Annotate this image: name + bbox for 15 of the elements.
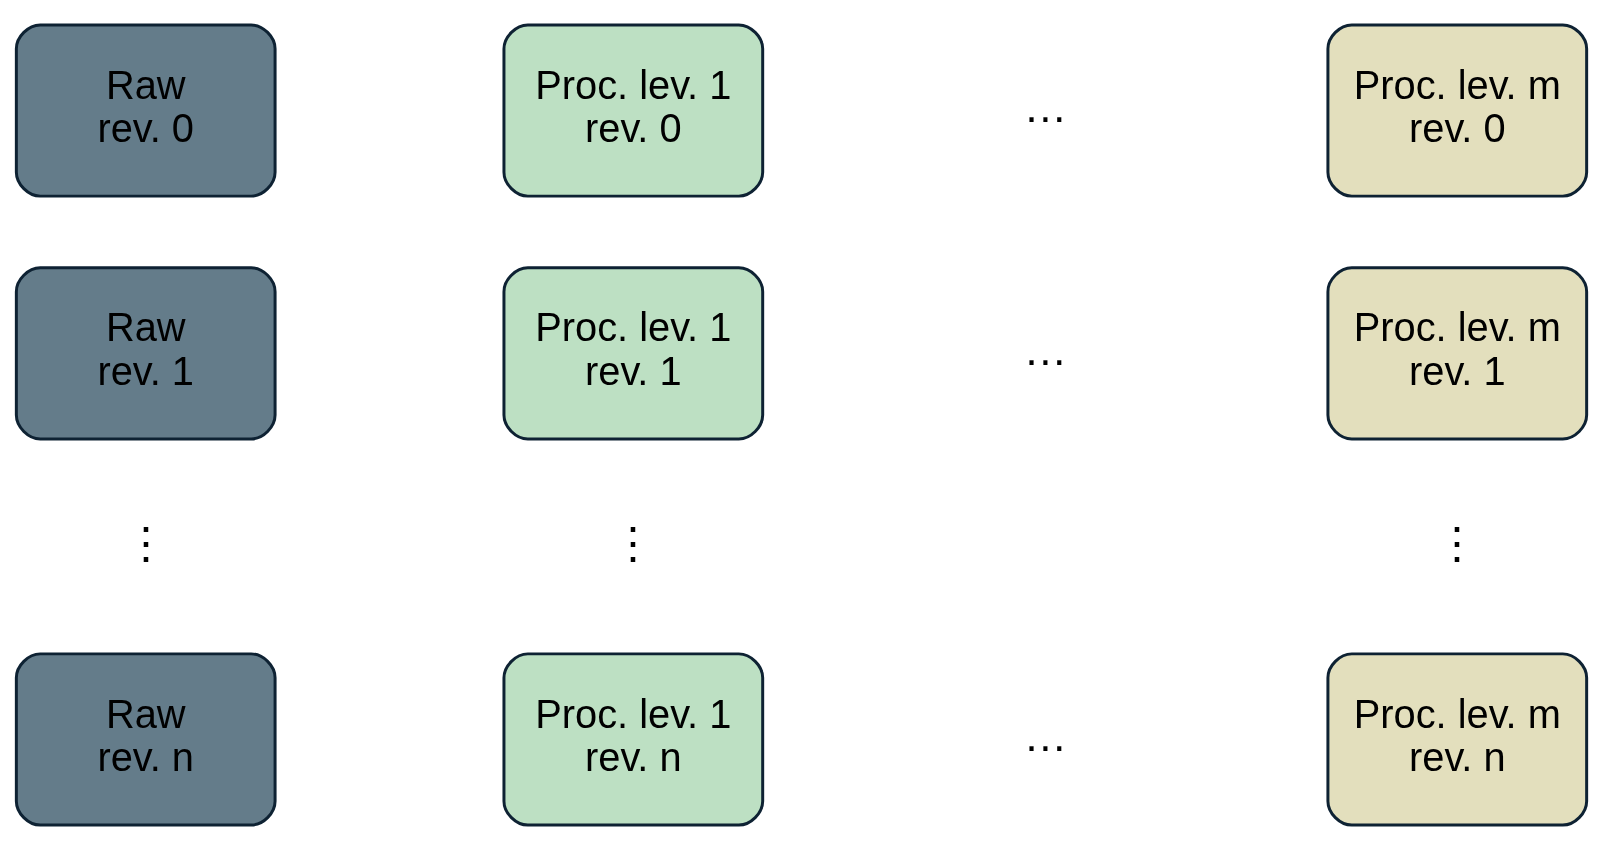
label: ⋮ (1435, 517, 1480, 567)
label: … (1023, 710, 1068, 760)
node-box: Proc. lev. 1 rev. 0 (502, 22, 765, 198)
node-box: Proc. lev. m rev. 0 (1326, 22, 1589, 198)
label: ⋮ (611, 517, 656, 567)
label: … (1023, 324, 1068, 373)
label: … (1023, 81, 1068, 131)
node-box: Proc. lev. 1 rev. n (502, 651, 765, 827)
node-box: Raw rev. 1 (14, 265, 277, 440)
node-box: Raw rev. 0 (14, 22, 277, 198)
label: ⋮ (123, 517, 168, 567)
node-box: Proc. lev. 1 rev. 1 (502, 265, 765, 440)
node-box: Proc. lev. m rev. 1 (1326, 265, 1589, 440)
node-box: Raw rev. n (14, 651, 277, 827)
node-box: Proc. lev. m rev. n (1326, 651, 1589, 827)
